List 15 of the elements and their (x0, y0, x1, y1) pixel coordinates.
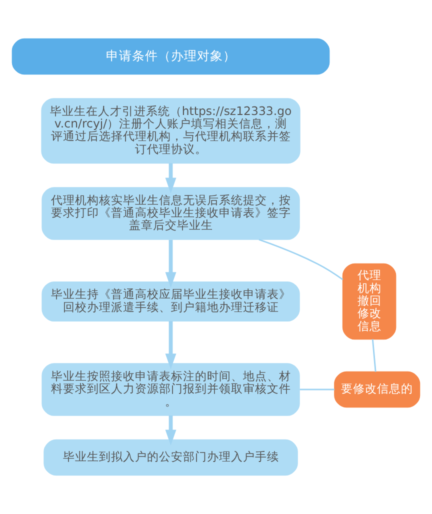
node-box: 毕业生持《普通高校应届毕业生接收申请表》回校办理派遣手续、到户籍地办理迁移证 (42, 281, 300, 322)
arrow (165, 321, 176, 370)
node-box: 申请条件（办理对象） (12, 38, 330, 75)
node-box: 毕业生按照接收申请表标注的时间、地点、材料要求到区人力资源部门报到并领取审核文件。 (42, 363, 300, 416)
node-box: 毕业生到拟入户的公安部门办理入户手续 (44, 439, 298, 476)
node-box: 毕业生在人才引进系统（https://sz12333.gov.cn/rcyj/）注册个人账户填写相关信息，测评通过后选择代理机构，与代理机构联系并签订代理协议。 (41, 98, 300, 164)
arrow (165, 163, 176, 194)
node-box: 代理机构撤回修改信息 (342, 263, 396, 340)
arrow (165, 415, 176, 446)
connector (258, 238, 344, 280)
node-box: 要修改信息的 (334, 371, 420, 408)
arrow (165, 240, 176, 288)
connector (372, 339, 376, 372)
node-box: 代理机构核实毕业生信息无误后系统提交，按要求打印《普通高校毕业生接收申请表》签字盖章后交毕业生 (42, 187, 300, 240)
connector (300, 388, 334, 390)
